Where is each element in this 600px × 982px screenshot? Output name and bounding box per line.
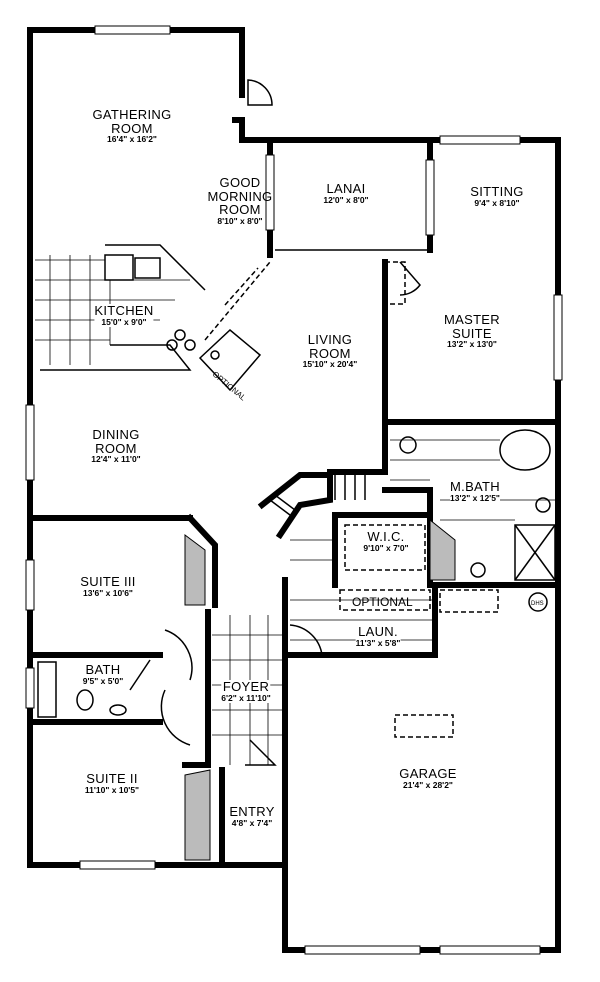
- room-dims: 11'3" x 5'8": [355, 637, 401, 648]
- water-heater-label: DHS: [531, 601, 544, 607]
- room-name: MASTER SUITE: [444, 312, 500, 341]
- room-dims: 8'10" x 8'0": [217, 215, 263, 226]
- room-name: LIVING ROOM: [307, 332, 353, 361]
- room-name: W.I.C.: [367, 529, 405, 544]
- room-dims: 15'10" x 20'4": [302, 359, 358, 370]
- room-name: GATHERING ROOM: [92, 107, 172, 136]
- room-name: BATH: [85, 662, 121, 677]
- room-dims: 15'0" x 9'0": [101, 316, 147, 327]
- room-dims: 9'10" x 7'0": [363, 542, 409, 553]
- room-dims: 12'0" x 8'0": [323, 194, 369, 205]
- room-dims: 13'6" x 10'6": [83, 587, 133, 598]
- room-dims: 16'4" x 16'2": [107, 134, 157, 145]
- room-name: SUITE III: [80, 574, 136, 589]
- room-dims: 9'5" x 5'0": [82, 675, 124, 686]
- room-dims: 21'4" x 28'2": [403, 779, 453, 790]
- room-dims: 9'4" x 8'10": [474, 197, 520, 208]
- room-name: GOOD MORNING ROOM: [207, 175, 273, 218]
- room-name: DINING ROOM: [92, 427, 140, 456]
- room-wic: W.I.C.9'10" x 7'0": [363, 530, 408, 553]
- room-dims: 6'2" x 11'10": [221, 692, 271, 703]
- room-name: ENTRY: [229, 804, 275, 819]
- room-dims: 12'4" x 11'0": [91, 454, 141, 465]
- room-laundry: LAUN.11'3" x 5'8": [355, 624, 401, 648]
- room-name: GARAGE: [399, 766, 457, 781]
- room-name: KITCHEN: [94, 303, 154, 318]
- room-name: SUITE II: [86, 771, 138, 786]
- bath-fixtures: [37, 659, 151, 718]
- wic-shelves: [344, 524, 426, 571]
- room-name: LAUN.: [358, 624, 398, 639]
- windows: [25, 25, 563, 955]
- room-name: M.BATH: [450, 479, 500, 494]
- optional-laundry-outline: [339, 589, 431, 611]
- garage-storage: [394, 714, 454, 738]
- room-dims: 13'2" x 12'5": [450, 492, 500, 503]
- room-dims: 13'2" x 13'0": [447, 339, 497, 350]
- room-dims: 4'8" x 7'4": [231, 817, 273, 828]
- suite3-closet: [184, 534, 206, 606]
- room-name: FOYER: [222, 679, 270, 694]
- optional-laundry-label: OPTIONAL: [352, 595, 413, 609]
- stairs: [269, 475, 366, 516]
- doors: [160, 79, 421, 766]
- room-dims: 11'10" x 10'5": [84, 784, 140, 795]
- room-name: LANAI: [326, 181, 366, 196]
- suite2-closet: [184, 769, 211, 861]
- room-name: SITTING: [470, 184, 524, 199]
- master-bath-fixtures: DHS: [390, 429, 556, 613]
